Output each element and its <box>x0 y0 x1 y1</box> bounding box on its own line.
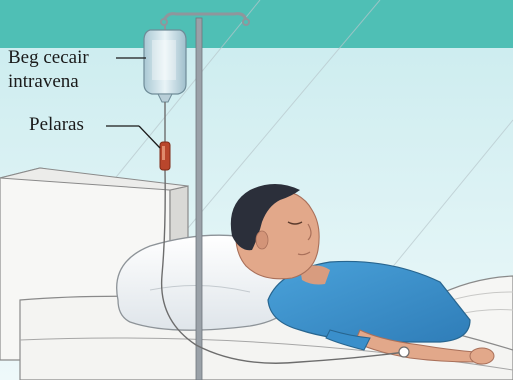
iv-bag-label-line1: Beg cecair <box>8 47 89 69</box>
iv-bag-label-line2: intravena <box>8 71 79 93</box>
iv-cannula <box>399 347 409 357</box>
drip-chamber <box>160 142 170 170</box>
drip-chamber-label: Pelaras <box>29 114 84 136</box>
iv-bag <box>144 24 186 102</box>
top-band <box>0 0 513 48</box>
